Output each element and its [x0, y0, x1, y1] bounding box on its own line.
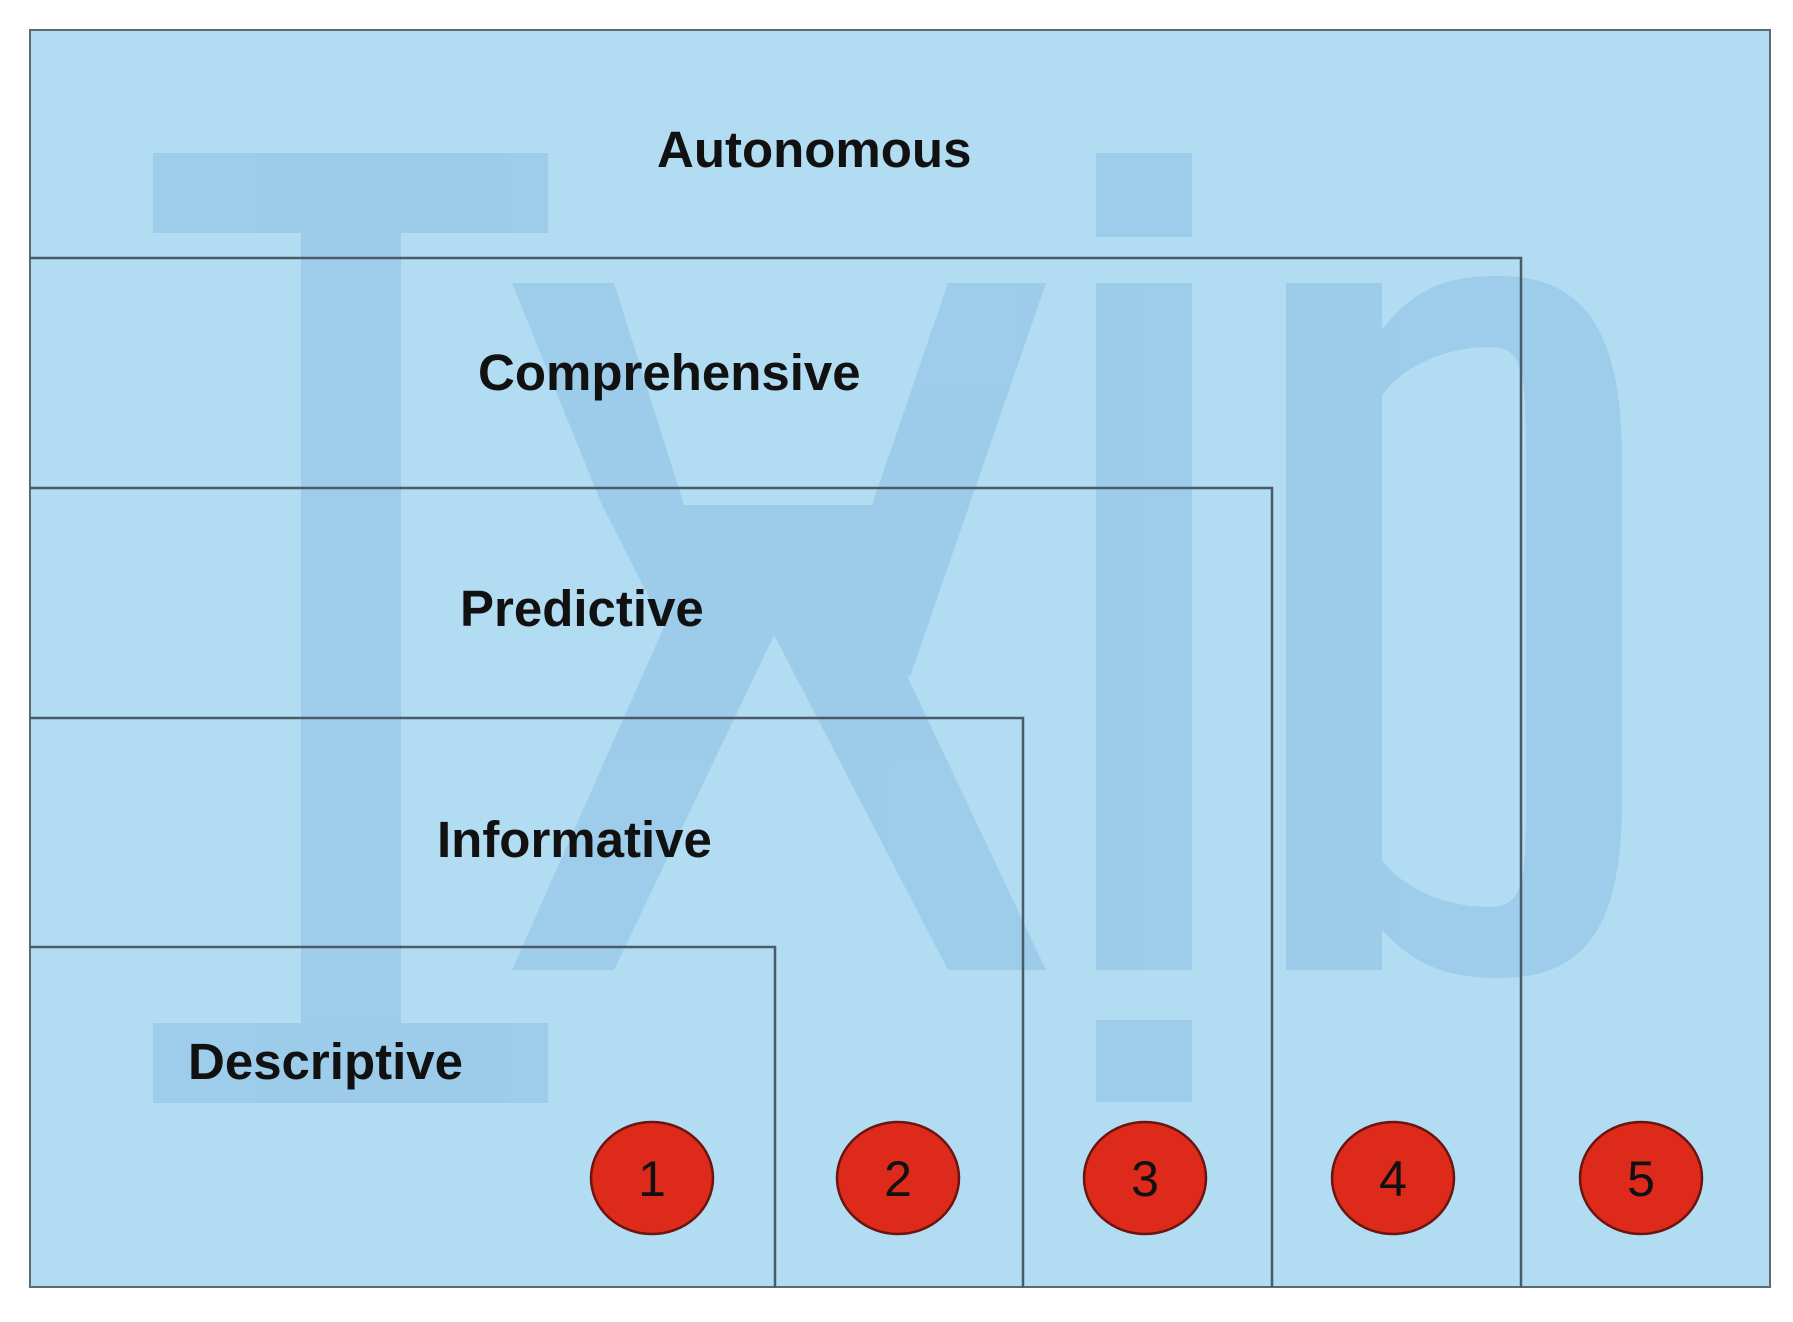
- level-badge-3-number: 3: [1131, 1151, 1159, 1207]
- level-4-outline: [30, 256, 1523, 1287]
- level-label-descriptive: Descriptive: [188, 1033, 463, 1090]
- level-1-outline: [30, 945, 777, 1287]
- level-outlines: [30, 256, 1523, 1287]
- level-labels: Autonomous Comprehensive Predictive Info…: [188, 121, 971, 1090]
- watermark-logo: [153, 153, 1622, 1103]
- level-badge-3: 3: [1082, 1120, 1208, 1236]
- level-badge-4-number: 4: [1379, 1151, 1407, 1207]
- level-label-comprehensive: Comprehensive: [478, 344, 861, 401]
- level-badges: 1 2 3 4 5: [589, 1120, 1704, 1236]
- level-badge-1-number: 1: [638, 1151, 666, 1207]
- level-badge-2: 2: [835, 1120, 961, 1236]
- level-3-outline: [30, 486, 1274, 1287]
- level-label-autonomous: Autonomous: [657, 121, 971, 178]
- level-badge-4: 4: [1330, 1120, 1456, 1236]
- level-badge-5-number: 5: [1627, 1151, 1655, 1207]
- level-badge-1: 1: [589, 1120, 715, 1236]
- level-label-informative: Informative: [437, 811, 712, 868]
- level-2-outline: [30, 716, 1025, 1287]
- level-badge-5: 5: [1578, 1120, 1704, 1236]
- level-badge-2-number: 2: [884, 1151, 912, 1207]
- level-label-predictive: Predictive: [460, 580, 704, 637]
